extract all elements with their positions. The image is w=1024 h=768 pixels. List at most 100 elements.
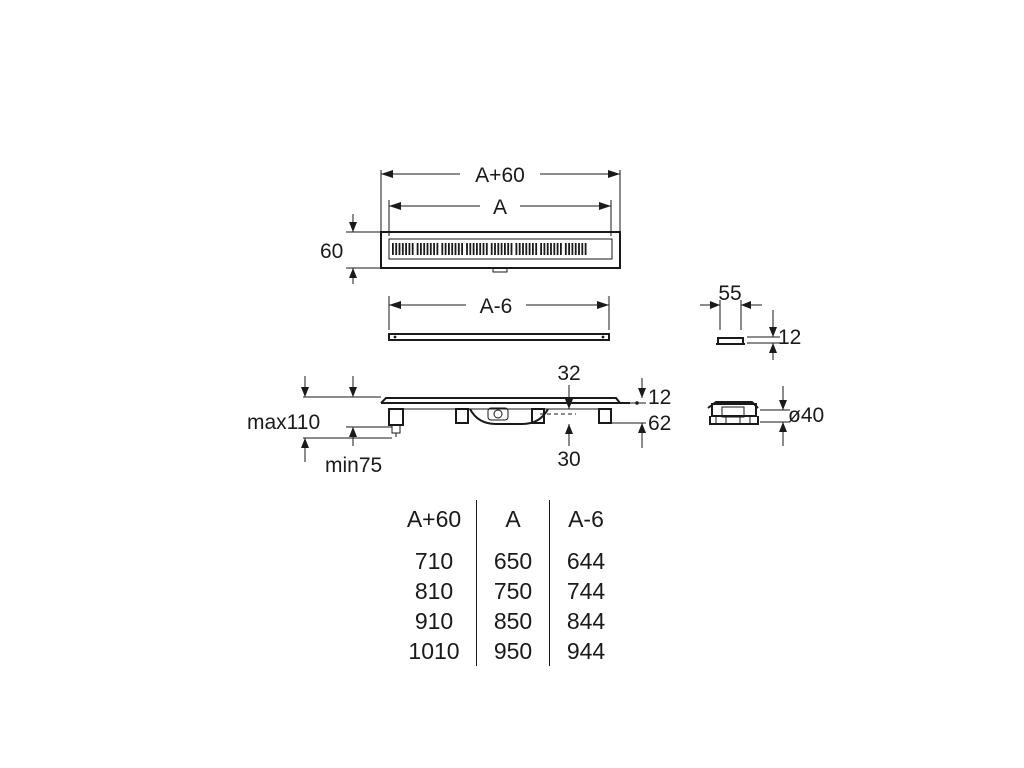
grate-slot (441, 243, 444, 255)
section-body (711, 403, 757, 417)
grate-slot (518, 243, 521, 255)
dim-label-a-minus-6: A-6 (480, 295, 513, 318)
grate-slot (553, 243, 556, 255)
grate-slot (525, 243, 528, 255)
table-cell: 650 (476, 546, 550, 576)
arrow-head (389, 301, 401, 309)
side-channel-top (380, 397, 621, 404)
grate-slot (564, 243, 567, 255)
section-foot (739, 415, 751, 425)
grate-slot (494, 243, 496, 255)
grate-outline (388, 238, 613, 260)
dim-label-30: 30 (557, 448, 580, 471)
grate-slot (490, 243, 493, 255)
grate-slot (476, 243, 478, 255)
grate-slots (392, 243, 587, 255)
table-row: 710 650 644 (392, 546, 622, 576)
grate-slot (398, 243, 401, 255)
dim-label-12-grate: 12 (778, 326, 801, 349)
table-cell: 944 (566, 637, 606, 664)
arrow-head (301, 387, 309, 397)
grate-slot (560, 243, 562, 255)
grate-slot (423, 243, 426, 255)
table-row: 910 850 844 (392, 606, 622, 636)
arrow-head (349, 387, 357, 397)
grate-slot (568, 243, 570, 255)
grate-slot (500, 243, 503, 255)
table-cell: 810 (414, 577, 454, 604)
grate-slot (454, 243, 457, 255)
grate-slot (507, 243, 510, 255)
arrow-head (565, 399, 573, 409)
grate-slot (395, 243, 398, 255)
grate-slot (581, 243, 584, 255)
top-view: A+60 A 60 (320, 164, 621, 284)
table-row: 810 750 744 (392, 576, 622, 606)
table-row: 1010 950 944 (392, 636, 622, 666)
grate-slot (479, 243, 482, 255)
dim-label-a: A (493, 196, 507, 219)
grate-slot (543, 243, 546, 255)
dim-label-62: 62 (648, 412, 671, 435)
grate-slot (429, 243, 432, 255)
arrow-head (389, 202, 401, 210)
table-header-a: A (476, 500, 550, 546)
grate-slot (532, 243, 534, 255)
grate-cross-section: 55 12 (700, 282, 801, 360)
arrow-head (349, 268, 357, 278)
table-header-row: A+60 A A-6 (392, 500, 622, 546)
arrow-head (301, 438, 309, 448)
arrow-head (710, 301, 720, 309)
side-foot (455, 408, 469, 424)
grate-slot (556, 243, 559, 255)
side-outlet-sump (469, 408, 549, 425)
grate-slot (485, 243, 488, 255)
arrow-head (381, 170, 393, 178)
dim-label-32: 32 (557, 362, 580, 385)
reference-point (635, 401, 639, 405)
outlet-tab (492, 267, 508, 273)
grate-slot (510, 243, 513, 255)
dim-label-60: 60 (320, 240, 343, 263)
dimension-table: A+60 A A-6 710 650 644 810 750 744 910 8… (392, 500, 622, 666)
grate-slot (504, 243, 506, 255)
outlet-cross-section: ø40 (707, 386, 824, 446)
arrow-head (608, 170, 620, 178)
table-cell: 950 (476, 636, 550, 666)
arrow-head (638, 423, 646, 433)
grate-slot (457, 243, 460, 255)
grate-slot (411, 243, 414, 255)
dim-label-a-plus-60: A+60 (475, 164, 525, 187)
arrow-head (597, 301, 609, 309)
side-outlet-hole (493, 409, 503, 419)
arrow-head (638, 388, 646, 398)
grate-slot (578, 243, 580, 255)
side-view: max110 min75 32 30 12 62 (247, 362, 671, 477)
section-core (721, 406, 745, 418)
side-foot (531, 408, 545, 424)
grate-slot (528, 243, 531, 255)
arrow-head (565, 424, 573, 434)
grate-slot (515, 243, 518, 255)
table-cell: 844 (566, 607, 606, 634)
grate-slot (584, 243, 587, 255)
arrow-head (779, 400, 787, 410)
grate-slot (405, 243, 407, 255)
grate-slot (420, 243, 422, 255)
grate-slot (408, 243, 411, 255)
grate-profile (717, 337, 744, 344)
table-header-a-plus-60: A+60 (406, 505, 462, 532)
dim-label-12-side: 12 (648, 386, 671, 409)
grate-slot (416, 243, 419, 255)
grate-slot (444, 243, 447, 255)
arrow-head (769, 343, 777, 353)
arrow-head (779, 422, 787, 432)
section-foot (715, 415, 727, 425)
dim-label-max110: max110 (247, 411, 320, 434)
grate-slot (433, 243, 435, 255)
table-header-a-minus-6: A-6 (568, 505, 604, 532)
arrow-head (349, 427, 357, 437)
table-cell: 1010 (408, 637, 460, 664)
grate-slot (451, 243, 454, 255)
